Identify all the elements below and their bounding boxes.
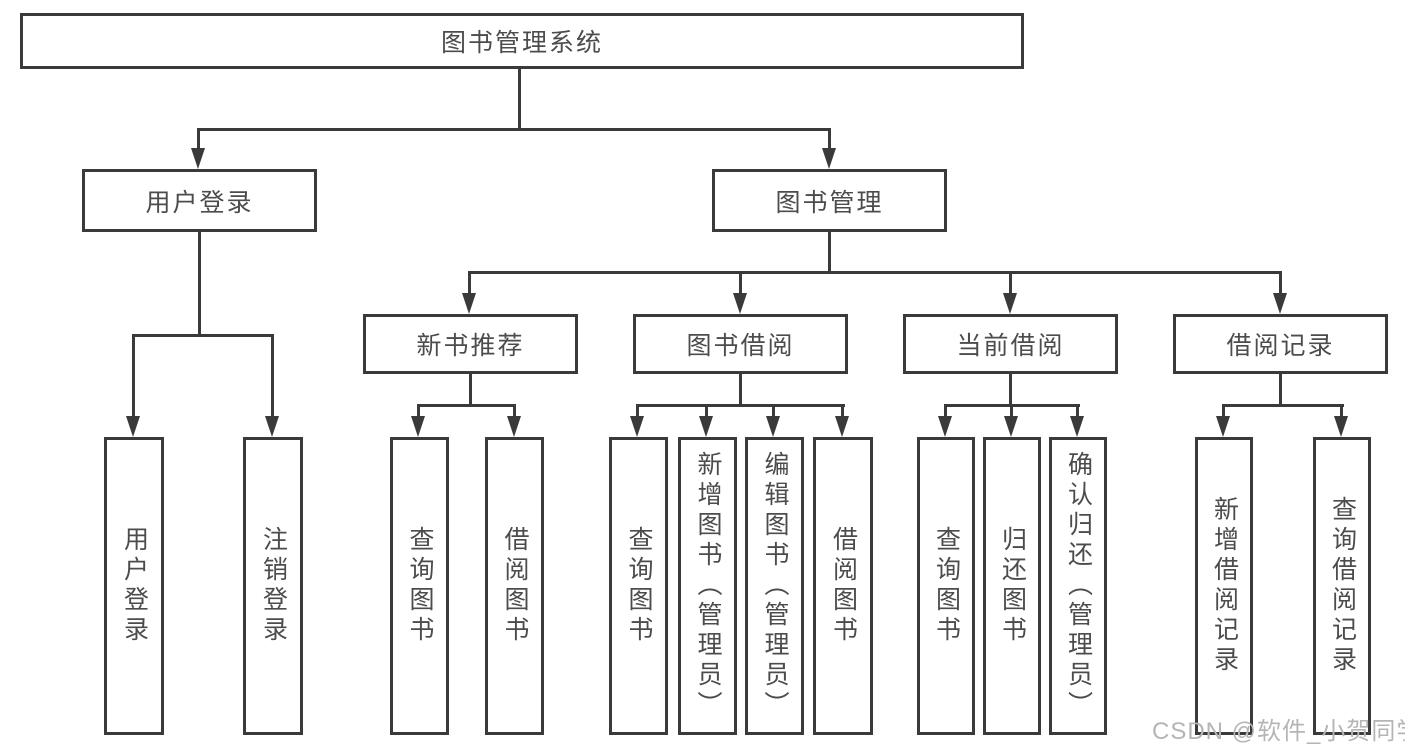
leaf-query-borrow-record: 查询借阅记录 xyxy=(1313,437,1371,735)
node-book-mgmt-label: 图书管理 xyxy=(775,188,884,217)
arrow-down-icon xyxy=(835,416,849,437)
arrow-down-icon xyxy=(733,293,747,314)
connector-line xyxy=(132,334,274,337)
leaf-borrow-book: 借阅图书 xyxy=(485,437,544,735)
connector-line xyxy=(1340,404,1343,422)
connector-line xyxy=(1009,271,1012,296)
node-current-borrow: 当前借阅 xyxy=(903,314,1118,374)
connector-line xyxy=(197,128,200,152)
connector-line xyxy=(469,373,472,406)
node-book-mgmt: 图书管理 xyxy=(712,169,947,232)
connector-line xyxy=(705,404,708,422)
connector-line xyxy=(198,232,201,336)
leaf-query-book-label: 查询图书 xyxy=(406,526,434,646)
leaf-add-book-admin-label: 新增图书（管理员） xyxy=(694,451,722,721)
connector-line xyxy=(1279,373,1282,406)
node-new-book-recommend-label: 新书推荐 xyxy=(416,332,525,360)
connector-line xyxy=(513,404,516,422)
node-root-label: 图书管理系统 xyxy=(440,29,603,57)
leaf-return-book: 归还图书 xyxy=(983,437,1041,735)
connector-line xyxy=(468,271,1282,274)
connector-line xyxy=(636,404,639,422)
leaf-query-book-label: 查询图书 xyxy=(932,526,961,646)
leaf-query-book-label: 查询图书 xyxy=(625,526,653,646)
leaf-return-book-label: 归还图书 xyxy=(998,526,1027,646)
leaf-add-borrow-record-label: 新增借阅记录 xyxy=(1210,496,1239,676)
arrow-down-icon xyxy=(191,148,205,169)
leaf-query-book: 查询图书 xyxy=(390,437,449,735)
connector-line xyxy=(1222,404,1225,422)
node-new-book-recommend: 新书推荐 xyxy=(363,314,578,374)
connector-line xyxy=(828,232,831,274)
connector-line xyxy=(197,128,831,131)
arrow-down-icon xyxy=(822,148,836,169)
connector-line xyxy=(468,271,471,296)
leaf-borrow-book: 借阅图书 xyxy=(813,437,873,735)
node-root: 图书管理系统 xyxy=(20,13,1024,69)
connector-line xyxy=(1010,404,1013,422)
node-borrow-record-label: 借阅记录 xyxy=(1226,332,1335,360)
arrow-down-icon xyxy=(938,416,952,437)
leaf-query-book: 查询图书 xyxy=(609,437,668,735)
arrow-down-icon xyxy=(507,416,521,437)
connector-line xyxy=(1222,404,1344,407)
arrow-down-icon xyxy=(766,416,780,437)
arrow-down-icon xyxy=(462,293,476,314)
connector-line xyxy=(739,271,742,296)
leaf-logout-label: 注销登录 xyxy=(259,526,288,646)
connector-line xyxy=(1076,404,1079,422)
leaf-query-borrow-record-label: 查询借阅记录 xyxy=(1328,496,1357,676)
node-user-login-label: 用户登录 xyxy=(145,188,254,217)
connector-line xyxy=(944,404,947,422)
node-book-borrow: 图书借阅 xyxy=(633,314,848,374)
watermark: CSDN @软件_小贺同学 xyxy=(1152,718,1405,745)
leaf-user-login: 用户登录 xyxy=(104,437,164,735)
arrow-down-icon xyxy=(630,416,644,437)
node-book-borrow-label: 图书借阅 xyxy=(686,332,795,360)
leaf-borrow-book-label: 借阅图书 xyxy=(501,526,529,646)
leaf-edit-book-admin: 编辑图书（管理员） xyxy=(745,437,804,735)
connector-line xyxy=(132,334,135,422)
arrow-down-icon xyxy=(1004,416,1018,437)
connector-line xyxy=(271,334,274,422)
arrow-down-icon xyxy=(1334,416,1348,437)
node-borrow-record: 借阅记录 xyxy=(1173,314,1388,374)
connector-line xyxy=(417,404,420,422)
connector-line xyxy=(636,404,845,407)
connector-line xyxy=(772,404,775,422)
arrow-down-icon xyxy=(1216,416,1230,437)
leaf-query-book: 查询图书 xyxy=(917,437,975,735)
arrow-down-icon xyxy=(126,416,140,437)
leaf-user-login-label: 用户登录 xyxy=(120,526,149,646)
node-current-borrow-label: 当前借阅 xyxy=(956,332,1065,360)
connector-line xyxy=(1279,271,1282,296)
leaf-borrow-book-label: 借阅图书 xyxy=(829,526,858,646)
leaf-add-borrow-record: 新增借阅记录 xyxy=(1195,437,1253,735)
arrow-down-icon xyxy=(699,416,713,437)
connector-line xyxy=(518,69,521,129)
arrow-down-icon xyxy=(265,416,279,437)
leaf-confirm-return-admin-label: 确认归还（管理员） xyxy=(1064,451,1093,721)
connector-line xyxy=(1009,373,1012,406)
leaf-edit-book-admin-label: 编辑图书（管理员） xyxy=(761,451,789,721)
connector-line xyxy=(739,373,742,406)
leaf-confirm-return-admin: 确认归还（管理员） xyxy=(1049,437,1107,735)
leaf-logout: 注销登录 xyxy=(243,437,303,735)
arrow-down-icon xyxy=(1273,293,1287,314)
connector-line xyxy=(841,404,844,422)
leaf-add-book-admin: 新增图书（管理员） xyxy=(678,437,737,735)
node-user-login: 用户登录 xyxy=(82,169,317,232)
arrow-down-icon xyxy=(411,416,425,437)
connector-line xyxy=(828,128,831,152)
arrow-down-icon xyxy=(1070,416,1084,437)
arrow-down-icon xyxy=(1003,293,1017,314)
connector-line xyxy=(417,404,516,407)
